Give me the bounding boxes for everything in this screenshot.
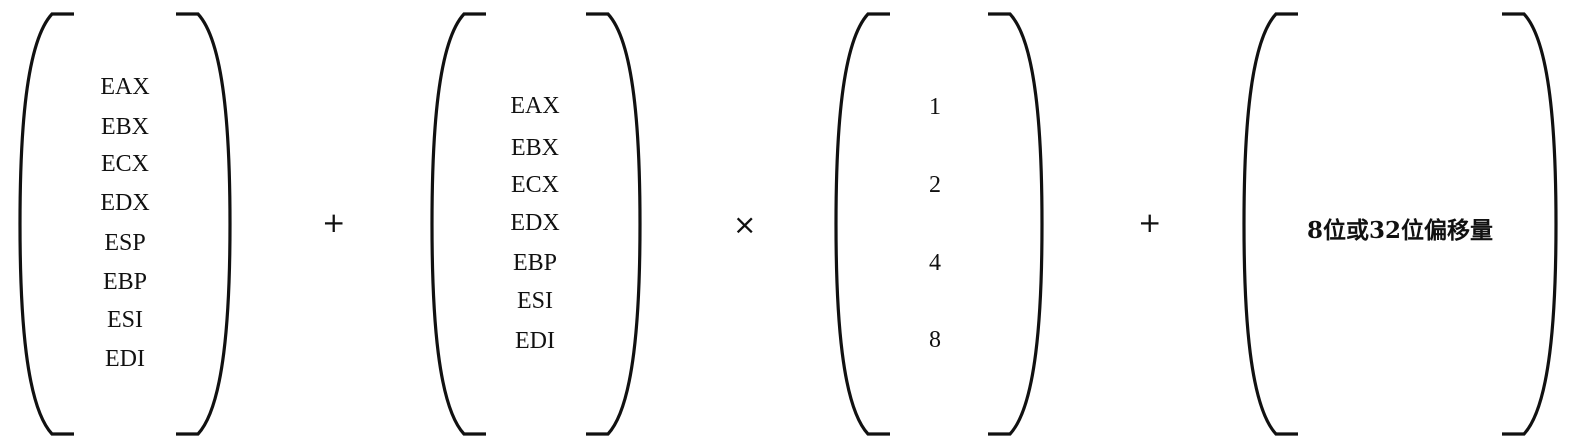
index-register-ebx: EBX — [511, 135, 559, 161]
base-register-eax: EAX — [100, 74, 150, 100]
displacement-right-bracket — [1502, 12, 1558, 436]
index-register-edi: EDI — [515, 328, 555, 354]
scale-left-bracket — [834, 12, 890, 436]
scale-factor-2: 2 — [929, 172, 941, 198]
index-register-edx: EDX — [510, 210, 560, 236]
base-right-bracket — [176, 12, 232, 436]
scale-factor-8: 8 — [929, 327, 941, 353]
index-register-ecx: ECX — [511, 172, 559, 198]
base-register-ecx: ECX — [101, 151, 149, 177]
index-right-bracket — [586, 12, 642, 436]
index-register-esi: ESI — [517, 288, 553, 314]
base-register-list: EAX EBX ECX EDX ESP EBP ESI EDI — [70, 0, 180, 447]
scale-factor-1: 1 — [929, 94, 941, 120]
displacement-label: 8位或32位偏移量 — [1306, 217, 1493, 244]
index-register-list: EAX EBX ECX EDX EBP ESI EDI — [480, 0, 590, 447]
index-left-bracket — [430, 12, 486, 436]
base-register-ebx: EBX — [101, 114, 149, 140]
times-operator: × — [733, 208, 757, 241]
scale-factor-list: 1 2 4 8 — [880, 0, 990, 447]
base-register-esi: ESI — [107, 307, 143, 333]
base-left-bracket — [18, 12, 74, 436]
base-register-edi: EDI — [105, 346, 145, 372]
plus-operator-1: + — [322, 206, 346, 239]
displacement-left-bracket — [1242, 12, 1298, 436]
index-register-eax: EAX — [510, 93, 560, 119]
displacement-column: 8位或32位偏移量 — [1270, 0, 1530, 447]
base-register-ebp: EBP — [102, 269, 147, 295]
index-register-ebp: EBP — [512, 250, 557, 276]
scale-factor-4: 4 — [929, 250, 941, 276]
scale-right-bracket — [988, 12, 1044, 436]
plus-operator-2: + — [1138, 206, 1162, 239]
base-register-edx: EDX — [100, 190, 150, 216]
base-register-esp: ESP — [104, 230, 146, 256]
